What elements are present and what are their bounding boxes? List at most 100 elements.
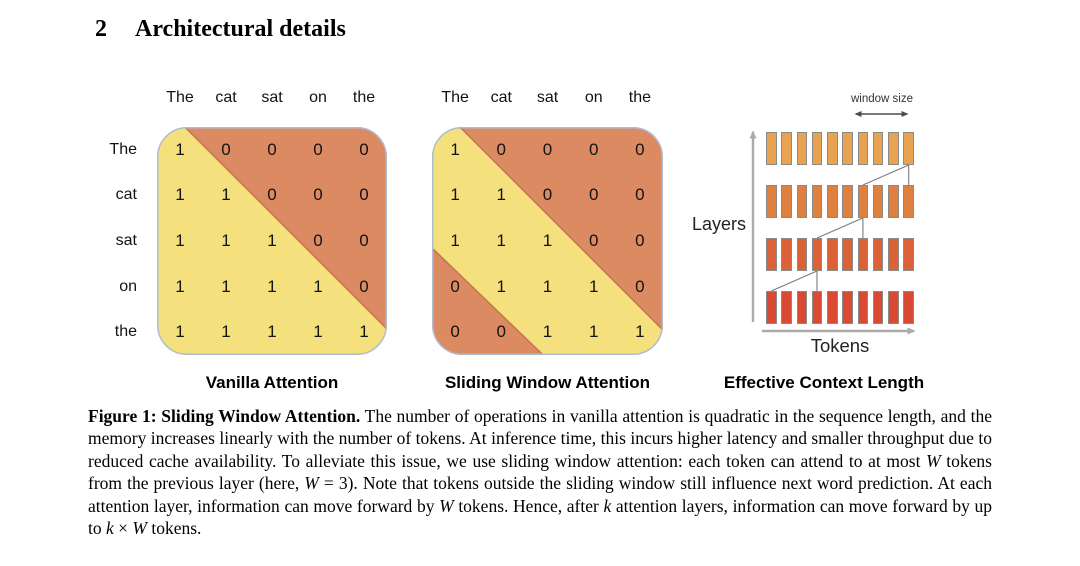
matrix-cell: 1 xyxy=(175,322,185,342)
token-cell xyxy=(781,291,792,324)
col-header: sat xyxy=(536,89,559,106)
caption-segment: = 3). Note that tokens outside the slidi… xyxy=(88,473,992,516)
token-cell xyxy=(796,185,808,218)
matrix-cell: 0 xyxy=(588,139,599,159)
col-header: the xyxy=(628,89,652,106)
sliding-matrix-border xyxy=(432,127,663,355)
matrix-cell: 0 xyxy=(267,185,277,205)
token-cell xyxy=(872,238,884,271)
token-cell xyxy=(827,132,838,165)
token-cell xyxy=(827,238,838,271)
col-header: on xyxy=(309,89,327,106)
matrix-cell: 1 xyxy=(175,139,185,159)
col-header: The xyxy=(166,89,194,106)
matrix-cell: 1 xyxy=(267,276,277,296)
matrix-cell: 1 xyxy=(175,276,185,296)
caption-segment: W xyxy=(304,473,319,494)
matrix-cell: 0 xyxy=(359,185,369,205)
token-cell xyxy=(857,238,869,271)
matrix-cell: 1 xyxy=(267,322,277,342)
matrix-cell: 1 xyxy=(542,322,553,342)
token-cell xyxy=(903,132,914,165)
caption-segment: The number of operations in vanilla atte… xyxy=(88,406,992,471)
token-cell xyxy=(811,132,823,165)
row-header: on xyxy=(119,277,137,295)
matrix-cell: 1 xyxy=(313,276,323,296)
token-cell xyxy=(857,291,869,324)
token-cell xyxy=(888,238,899,271)
caption-segment: Figure 1: Sliding Window Attention. xyxy=(88,406,361,426)
matrix-cell: 0 xyxy=(450,322,460,342)
token-cell xyxy=(903,291,914,324)
matrix-cell: 0 xyxy=(313,230,323,250)
token-cell xyxy=(827,185,838,218)
token-cell xyxy=(766,132,777,165)
token-cell xyxy=(811,291,823,324)
caption-segment: tokens from the previous layer (here, xyxy=(88,450,992,494)
caption-segment: tokens. xyxy=(146,518,202,539)
section-number: 2 xyxy=(95,16,107,42)
matrix-cell: 0 xyxy=(635,139,645,159)
col-header: cat xyxy=(215,89,237,106)
token-cell xyxy=(872,185,884,218)
matrix-cell: 0 xyxy=(359,276,369,296)
sliding-upper-diagonal-line xyxy=(459,127,663,331)
matrix-cell: 1 xyxy=(450,185,460,205)
matrix-cell: 1 xyxy=(221,185,231,205)
token-cell xyxy=(796,238,808,271)
matrix-cell: 1 xyxy=(635,322,645,342)
matrix-cell: 1 xyxy=(588,322,599,342)
token-cell xyxy=(796,132,808,165)
matrix-cell: 0 xyxy=(635,276,645,296)
token-cell xyxy=(781,185,792,218)
col-header: The xyxy=(441,89,469,106)
token-cell xyxy=(811,185,823,218)
matrix-cell: 1 xyxy=(450,230,460,250)
matrix-cell: 1 xyxy=(496,276,507,296)
caption-segment: tokens. Hence, after xyxy=(453,495,604,516)
col-header: on xyxy=(584,89,603,106)
matrix-cell: 0 xyxy=(359,139,369,159)
caption-segment: attention layers, information can move f… xyxy=(88,495,992,539)
token-cell xyxy=(766,185,777,218)
token-cell xyxy=(766,238,777,271)
matrix-cell: 1 xyxy=(175,230,185,250)
matrix-cell: 0 xyxy=(542,185,553,205)
caption-segment: W xyxy=(926,450,941,471)
matrix-cell: 1 xyxy=(496,185,507,205)
row-header: sat xyxy=(115,231,137,249)
caption-segment: k xyxy=(603,495,612,516)
token-rows xyxy=(766,132,914,324)
window-size-label: window size xyxy=(851,93,913,105)
token-row xyxy=(766,185,914,218)
row-header: the xyxy=(114,323,137,341)
sliding-window-band xyxy=(432,127,663,355)
matrix-cell: 0 xyxy=(588,230,599,250)
layer-connector-lines xyxy=(771,164,910,292)
matrix-cell: 0 xyxy=(267,139,277,159)
token-cell xyxy=(842,132,853,165)
matrix-cell: 0 xyxy=(496,322,507,342)
context-length-diagram-axes xyxy=(749,111,916,335)
matrix-cell: 1 xyxy=(450,139,460,159)
context-panel-label: Effective Context Length xyxy=(723,373,925,392)
token-cell xyxy=(842,238,853,271)
token-cell xyxy=(857,185,869,218)
token-row xyxy=(766,132,914,165)
section-title: Architectural details xyxy=(135,16,346,42)
matrix-cell: 0 xyxy=(313,185,323,205)
matrix-cell: 1 xyxy=(359,322,369,342)
token-cell xyxy=(888,132,899,165)
sliding-window-mask xyxy=(432,127,663,355)
matrix-cell: 1 xyxy=(542,230,553,250)
token-row xyxy=(766,238,914,271)
token-cell xyxy=(811,238,823,271)
matrix-cell: 0 xyxy=(635,185,645,205)
vanilla-matrix-border xyxy=(157,127,387,355)
token-cell xyxy=(903,238,914,271)
token-cell xyxy=(888,291,899,324)
matrix-cell: 0 xyxy=(450,276,460,296)
token-cell xyxy=(781,238,792,271)
matrix-cell: 1 xyxy=(588,276,599,296)
